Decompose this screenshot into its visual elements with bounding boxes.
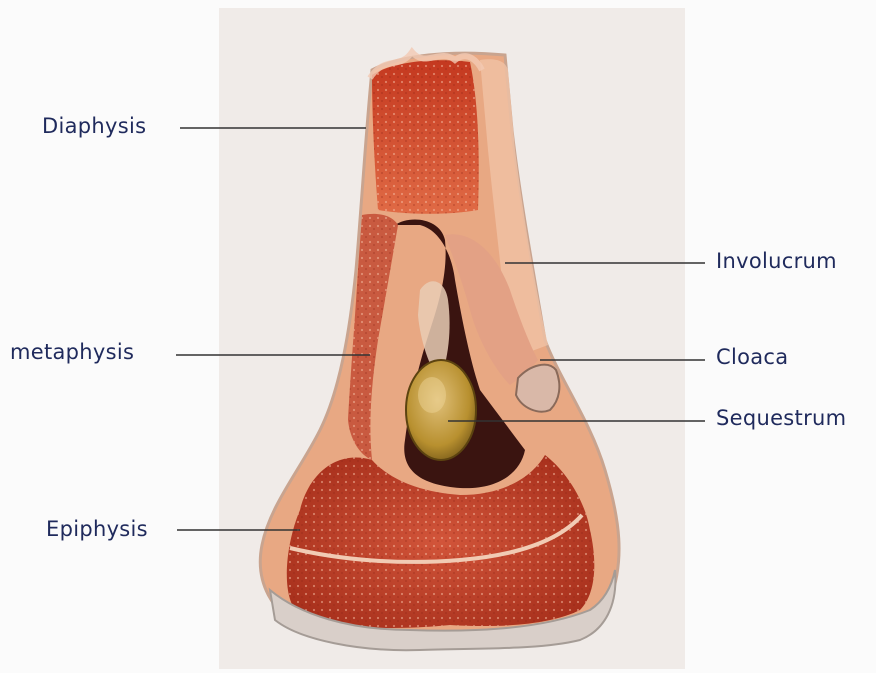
label-diaphysis: Diaphysis [42,114,146,138]
label-metaphysis: metaphysis [10,340,134,364]
sequestrum-fragment [406,360,476,460]
label-sequestrum: Sequestrum [716,406,846,430]
label-cloaca: Cloaca [716,345,788,369]
label-involucrum: Involucrum [716,249,837,273]
label-epiphysis: Epiphysis [46,517,148,541]
